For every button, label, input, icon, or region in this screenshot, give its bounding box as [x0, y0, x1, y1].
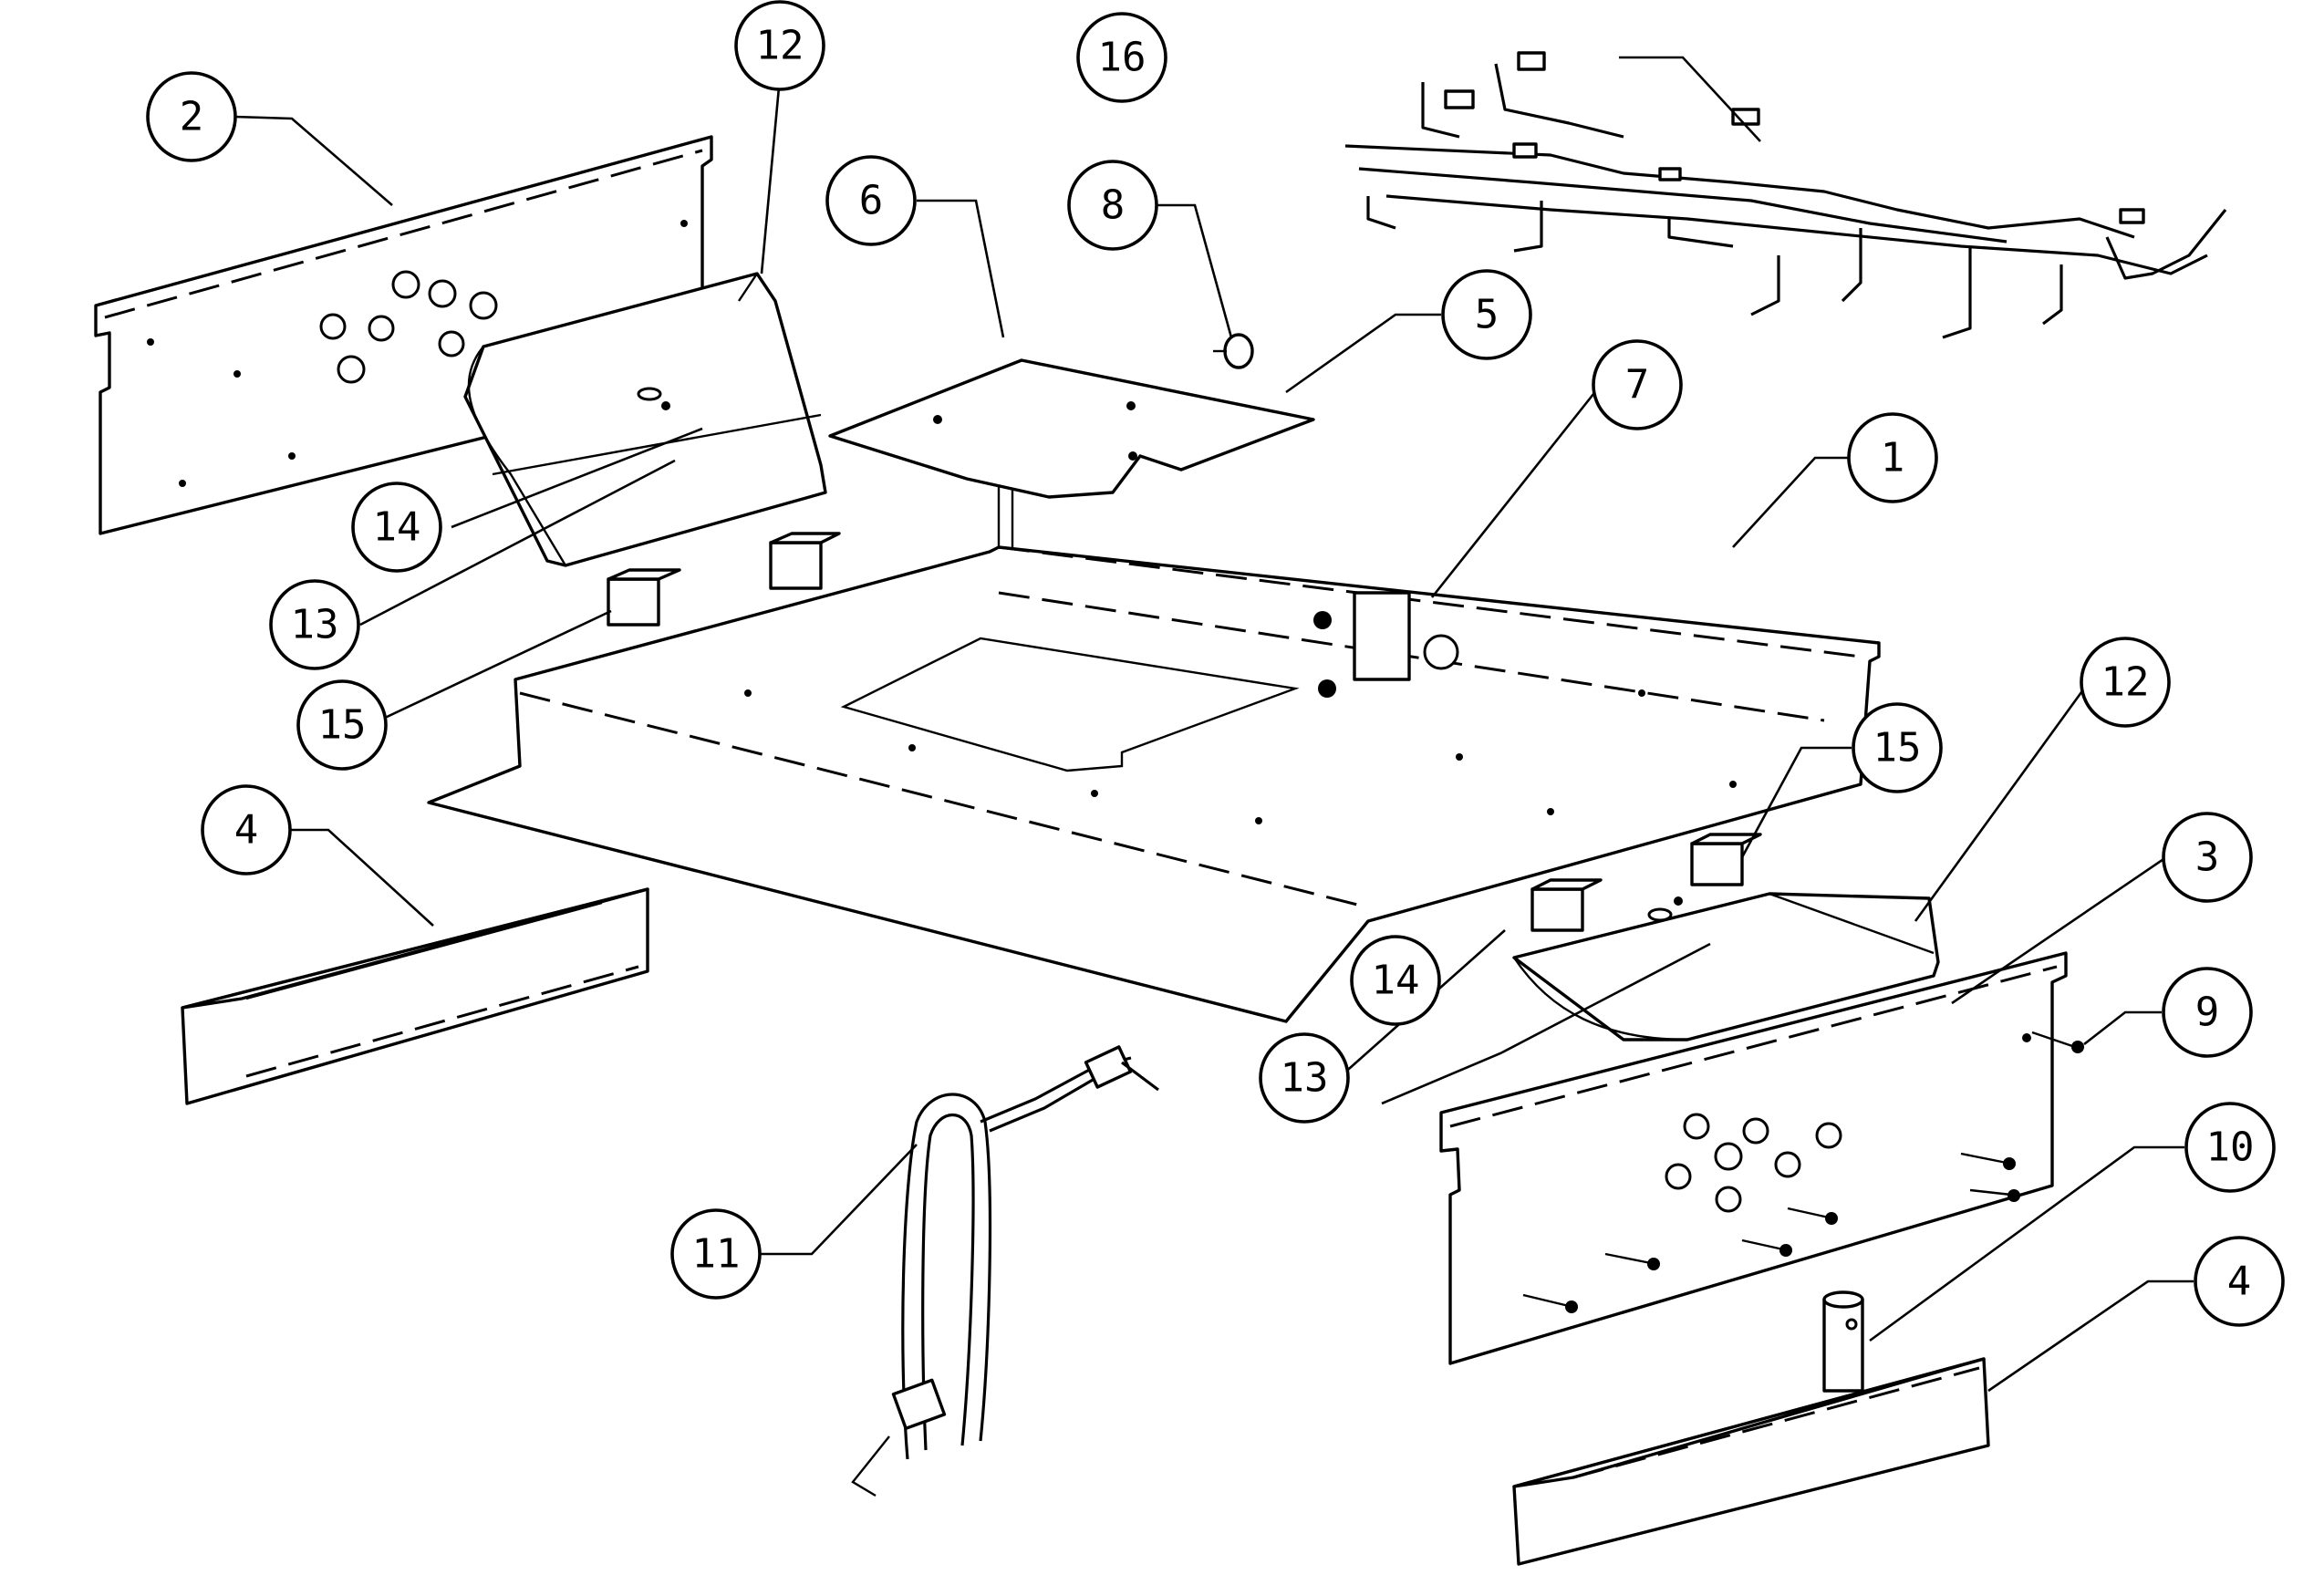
svg-text:1: 1 [1881, 435, 1905, 482]
svg-text:16: 16 [1098, 35, 1146, 81]
svg-text:9: 9 [2195, 990, 2220, 1036]
svg-text:7: 7 [1625, 362, 1650, 409]
wire-harness [1344, 51, 2227, 339]
callout-9: 9 [2162, 967, 2253, 1058]
callout-14-right: 14 [1350, 935, 1441, 1026]
power-cord [851, 1045, 1159, 1497]
callout-14-left: 14 [351, 482, 442, 573]
callout-15-left: 15 [296, 679, 388, 771]
svg-text:14: 14 [373, 504, 421, 551]
callout-7: 7 [1592, 339, 1683, 430]
pipe-fitting [1822, 1290, 1864, 1393]
svg-text:10: 10 [2206, 1124, 2255, 1171]
left-bracket-pair [607, 532, 841, 627]
callout-13-left: 13 [269, 579, 360, 670]
small-fitting [1213, 333, 1254, 369]
svg-text:4: 4 [2227, 1259, 2252, 1305]
callout-13-right: 13 [1259, 1032, 1350, 1124]
svg-text:8: 8 [1101, 182, 1126, 229]
left-trim-strip [181, 887, 649, 1105]
base-tray [427, 479, 1881, 1023]
callout-6: 6 [825, 155, 917, 246]
svg-text:12: 12 [756, 23, 804, 69]
right-trough [1512, 892, 1940, 1041]
svg-text:14: 14 [1372, 958, 1420, 1004]
callout-1: 1 [1847, 412, 1938, 503]
right-control-panel [1439, 951, 2068, 1365]
callout-3: 3 [2162, 812, 2253, 903]
callout-11: 11 [670, 1208, 762, 1300]
svg-text:13: 13 [291, 602, 339, 648]
svg-text:15: 15 [1873, 725, 1922, 772]
screw [2031, 1031, 2084, 1053]
svg-text:15: 15 [318, 702, 367, 749]
callout-10: 10 [2184, 1102, 2276, 1193]
svg-text:5: 5 [1475, 292, 1499, 338]
svg-text:12: 12 [2101, 659, 2150, 706]
callout-15-right: 15 [1852, 702, 1943, 793]
right-trim-strip [1512, 1357, 1990, 1566]
callout-4-left: 4 [201, 784, 292, 876]
callout-12-right: 12 [2080, 637, 2171, 728]
callout-12-left: 12 [734, 0, 825, 91]
svg-text:2: 2 [180, 94, 204, 140]
left-trough [463, 272, 827, 567]
svg-text:3: 3 [2195, 834, 2220, 881]
svg-text:11: 11 [692, 1231, 741, 1278]
cover-plate [828, 358, 1315, 499]
right-bracket-pair [1530, 833, 1762, 932]
left-control-panel [94, 135, 713, 535]
callout-2: 2 [146, 71, 237, 162]
callout-4-right: 4 [2194, 1236, 2285, 1327]
callout-5: 5 [1441, 269, 1532, 360]
svg-text:4: 4 [234, 807, 259, 854]
svg-text:13: 13 [1281, 1055, 1329, 1102]
svg-text:6: 6 [859, 178, 884, 224]
callout-16: 16 [1076, 12, 1167, 103]
callout-8: 8 [1067, 160, 1158, 251]
